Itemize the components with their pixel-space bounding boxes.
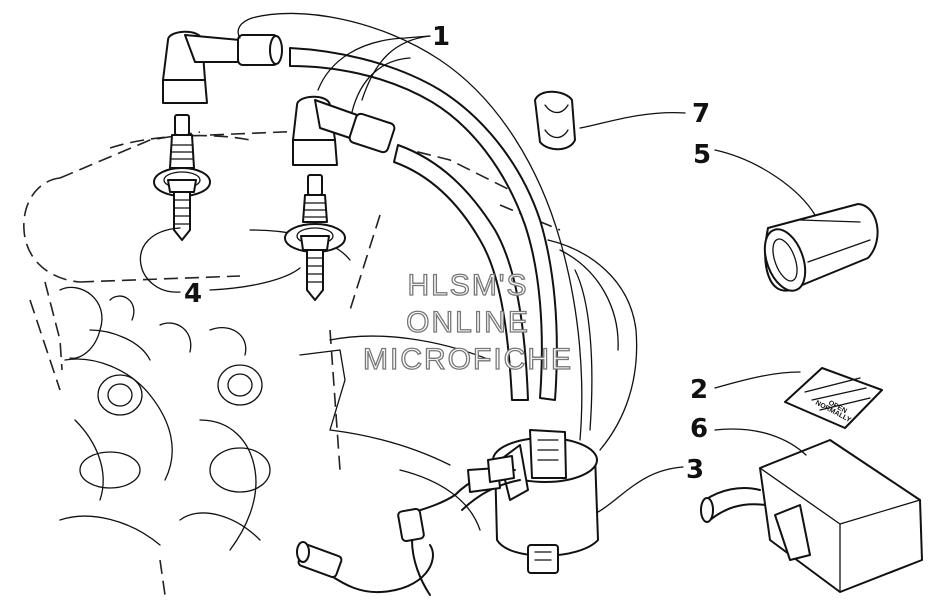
watermark-line-1: HLSM'S (407, 269, 528, 302)
insulating-sleeve (763, 203, 879, 292)
callout-7: 7 (692, 99, 710, 129)
callout-6: 6 (690, 414, 708, 444)
control-box (700, 439, 923, 593)
callout-5: 5 (693, 140, 711, 170)
watermark-line-2: ONLINE (406, 306, 530, 339)
callout-4: 4 (184, 279, 202, 309)
watermark-line-3: MICROFICHE (363, 343, 573, 376)
callout-4-leader (139, 227, 301, 293)
spark-plug-left (153, 114, 211, 241)
coil-harness (296, 455, 521, 596)
callout-3: 3 (686, 455, 704, 485)
callout-leaders (317, 35, 816, 513)
callout-2: 2 (690, 375, 708, 405)
callout-1: 1 (432, 22, 450, 52)
engine-block-detail (59, 229, 638, 551)
wire-clip (534, 90, 576, 151)
watermark: HLSM'S ONLINE MICROFICHE (362, 268, 573, 376)
spark-plug-right (284, 174, 346, 301)
callout-labels: 1 2 3 4 5 6 7 (184, 22, 711, 485)
spark-plug-wires (162, 12, 593, 441)
normally-open-decal: NORMALLY OPEN (784, 367, 883, 429)
ignition-coil (492, 429, 599, 574)
